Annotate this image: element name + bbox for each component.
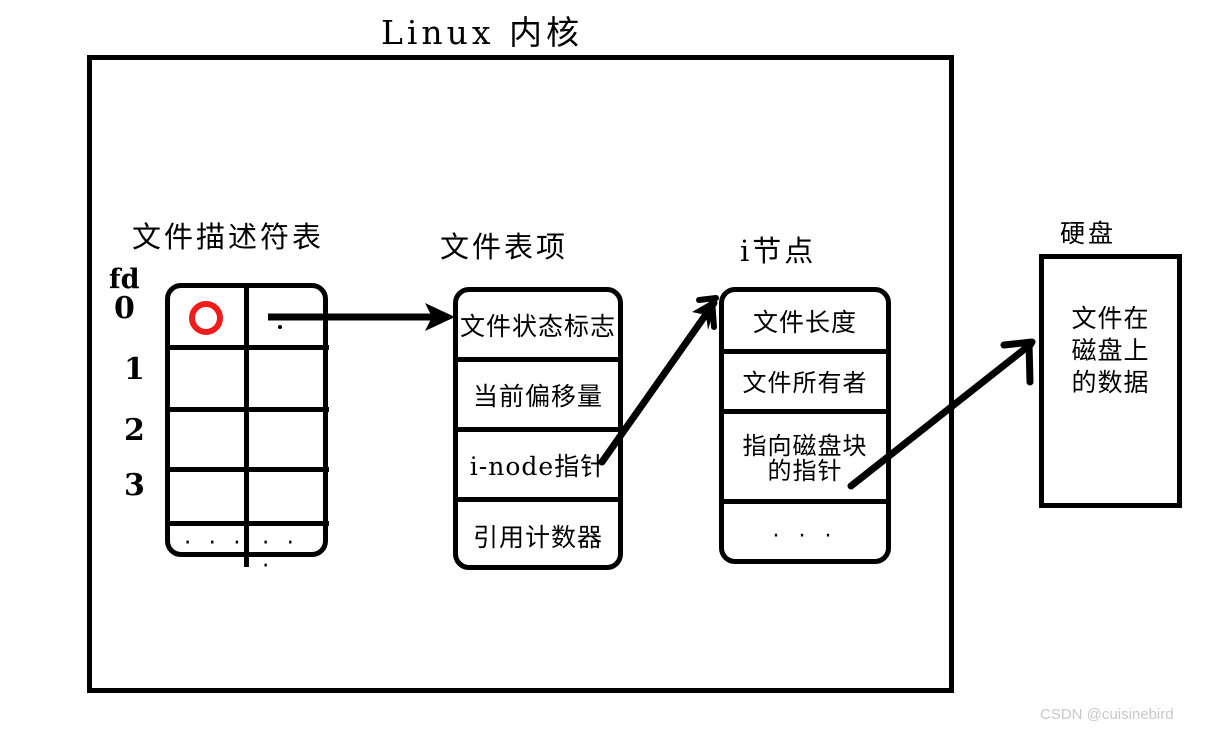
file-table-row-status-flags[interactable]: 文件状态标志 [456, 292, 618, 362]
file-table-row-ref-count[interactable]: 引用计数器 [458, 502, 618, 575]
fd-index-2: 2 [124, 413, 145, 448]
fd-table-caption: 文件描述符表 [132, 220, 325, 254]
inode-label-file-length: 文件长度 [752, 307, 857, 337]
inode-row-file-length[interactable]: 文件长度 [722, 292, 886, 354]
inode-caption: i节点 [740, 234, 817, 268]
inode-label-block-pointer: 指向磁盘块 的指针 [742, 431, 868, 485]
inode-label-ellipsis: · · · [772, 523, 838, 549]
file-table-label-ref-count: 引用计数器 [472, 523, 603, 553]
file-table-row-offset[interactable]: 当前偏移量 [456, 362, 618, 432]
file-table-label-status-flags: 文件状态标志 [459, 311, 616, 341]
inode-row-file-owner[interactable]: 文件所有者 [722, 354, 886, 414]
fd-index-header: fd [109, 264, 140, 295]
file-table-entry-caption: 文件表项 [440, 230, 569, 264]
inode-row-ellipsis: · · · [724, 504, 886, 569]
disk-caption: 硬盘 [1060, 219, 1117, 248]
red-circle-marker-icon [189, 301, 223, 335]
fd-table-row-3[interactable] [167, 472, 329, 526]
fd-table-right-ellipsis: · · · [262, 530, 299, 579]
page-title: Linux 内核 [380, 13, 584, 52]
inode-label-file-owner: 文件所有者 [742, 369, 868, 398]
fd-table-left-ellipsis: · · · [184, 530, 246, 556]
fd-table-column-divider [244, 283, 249, 567]
file-table-row-inode-pointer[interactable]: i-node指针 [456, 432, 618, 502]
fd-index-0: 0 [114, 291, 135, 326]
file-table-label-inode-pointer: i-node指针 [469, 451, 607, 481]
fd-table-row-1[interactable] [167, 350, 329, 412]
file-table-entry-box: 文件状态标志 当前偏移量 i-node指针 引用计数器 [453, 287, 623, 570]
fd-table-row-ellipsis: · · · · · · [170, 526, 323, 578]
fd-index-3: 3 [124, 468, 145, 503]
disk-content-label: 文件在 磁盘上 的数据 [1071, 304, 1150, 397]
watermark: CSDN @cuisinebird [1040, 706, 1174, 723]
inode-box: 文件长度 文件所有者 指向磁盘块 的指针 · · · [719, 287, 891, 564]
fd-pointer-dot-icon [278, 325, 282, 329]
fd-table-row-2[interactable] [167, 412, 329, 472]
fd-table-row-0[interactable] [167, 288, 329, 350]
inode-row-block-pointer[interactable]: 指向磁盘块 的指针 [722, 414, 886, 504]
file-descriptor-table: · · · · · · [165, 283, 329, 578]
hard-disk-box: 文件在 磁盘上 的数据 [1039, 254, 1182, 508]
file-table-label-offset: 当前偏移量 [472, 381, 603, 411]
fd-index-1: 1 [124, 352, 145, 387]
